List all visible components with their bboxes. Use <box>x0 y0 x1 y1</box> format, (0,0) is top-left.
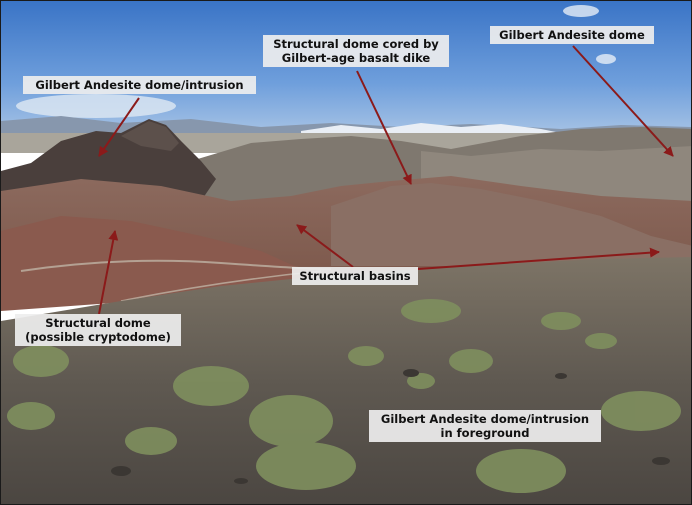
label-structural-basins: Structural basins <box>292 267 418 285</box>
arrow-struct-dome <box>98 230 119 315</box>
label-text-line2: Gilbert-age basalt dike <box>281 51 431 65</box>
shrubs <box>7 299 681 493</box>
cloud <box>16 94 176 118</box>
rocks <box>111 369 670 484</box>
label-gilbert-dome: Gilbert Andesite dome <box>490 26 654 44</box>
arrow-right-dome <box>572 45 674 157</box>
annotation-arrows <box>98 45 674 315</box>
left-dome-light <box>121 121 179 151</box>
snowy-peaks <box>301 123 561 135</box>
label-gilbert-dome-intrusion: Gilbert Andesite dome/intrusion <box>23 76 256 94</box>
arrow-basalt-dome <box>356 70 412 185</box>
cloud <box>596 54 616 64</box>
label-text: Gilbert Andesite dome/intrusion <box>35 78 244 92</box>
label-structural-dome-basalt: Structural dome cored by Gilbert-age bas… <box>263 35 449 67</box>
label-text: Gilbert Andesite dome <box>499 28 645 42</box>
label-text-line2: in foreground <box>440 426 530 440</box>
label-foreground-intrusion: Gilbert Andesite dome/intrusion in foreg… <box>369 410 601 442</box>
label-text-line1: Structural dome <box>45 316 151 330</box>
label-text-line1: Structural dome cored by <box>273 37 439 51</box>
arrow-left-dome <box>98 97 140 157</box>
cloud <box>563 5 599 17</box>
label-text-line1: Gilbert Andesite dome/intrusion <box>380 412 590 426</box>
arrow-basin-left <box>296 224 354 268</box>
label-structural-dome-cryptodome: Structural dome (possible cryptodome) <box>15 314 181 346</box>
label-text-line2: (possible cryptodome) <box>25 330 171 344</box>
label-text: Structural basins <box>299 269 411 283</box>
right-hill <box>331 183 691 266</box>
arrow-basin-right <box>417 247 660 270</box>
